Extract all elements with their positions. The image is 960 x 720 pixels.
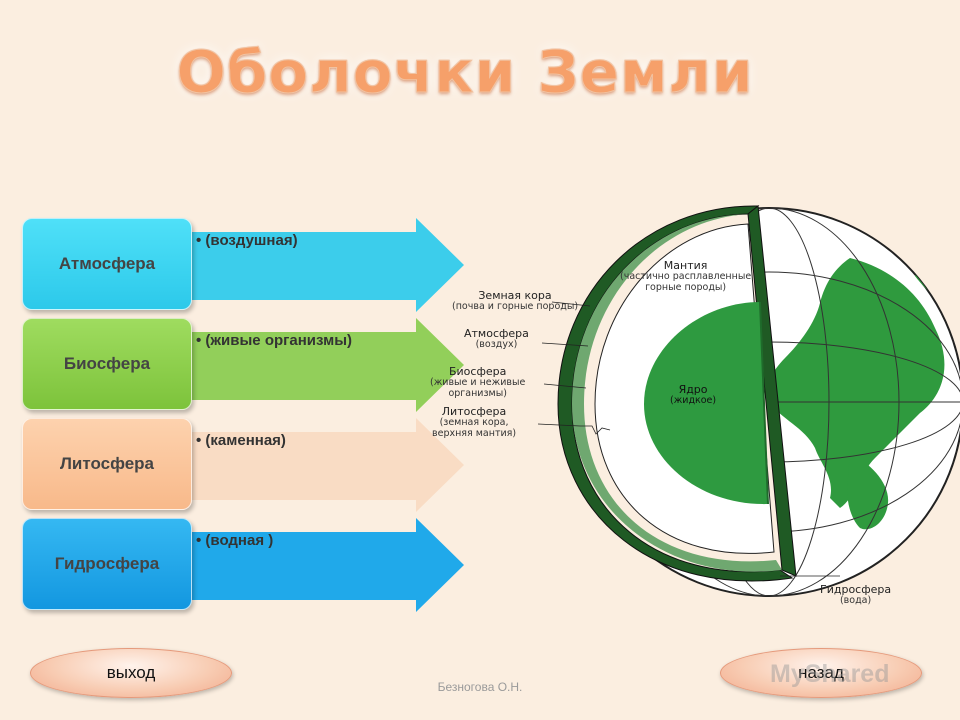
label-crust: Земная кора (почва и горные породы) [452, 290, 578, 312]
sphere-box-lithosphere: Литосфера [22, 418, 192, 510]
back-button[interactable]: назад [720, 648, 922, 698]
crust-title: Земная кора [478, 289, 552, 302]
sphere-row-hydrosphere: Гидросфера • (водная ) [22, 518, 464, 612]
watermark: MyShared [770, 660, 890, 688]
lithosphere-sub2: верхняя мантия) [432, 428, 517, 439]
sphere-note-biosphere: • (живые организмы) [196, 332, 352, 349]
earth-drawing [537, 205, 960, 597]
core-title: Ядро [678, 383, 708, 396]
biosphere-title: Биосфера [448, 365, 507, 378]
arrow-shape [172, 318, 464, 412]
sphere-row-biosphere: Биосфера • (живые организмы) [22, 318, 464, 412]
exit-button[interactable]: выход [30, 648, 232, 698]
atmosphere-title: Атмосфера [464, 327, 529, 340]
note-text: (каменная) [205, 432, 286, 449]
sphere-note-atmosphere: • (воздушная) [196, 232, 298, 249]
note-text: (водная ) [205, 532, 274, 549]
mantle-title: Мантия [663, 259, 708, 272]
arrow-shape [172, 418, 464, 512]
lithosphere-title: Литосфера [441, 405, 507, 418]
crust-sub: (почва и горные породы) [452, 301, 579, 312]
core-sub: (жидкое) [670, 395, 717, 406]
biosphere-sub2: организмы) [448, 388, 507, 399]
author-credit: Безногова О.Н. [437, 680, 523, 694]
sphere-box-hydrosphere: Гидросфера [22, 518, 192, 610]
label-biosphere: Биосфера (живые и неживые организмы) [430, 366, 525, 399]
hydrosphere-sub: (вода) [839, 595, 872, 606]
label-hydrosphere: Гидросфера (вода) [820, 584, 891, 606]
sphere-row-lithosphere: Литосфера • (каменная) [22, 418, 464, 512]
page-title: Оболочки Земли [176, 38, 754, 107]
biosphere-sub1: (живые и неживые [430, 377, 526, 388]
arrow-shape [172, 518, 464, 612]
hydrosphere-title: Гидросфера [820, 583, 892, 596]
atmosphere-sub: (воздух) [475, 339, 518, 350]
label-lithosphere: Литосфера (земная кора, верхняя мантия) [432, 406, 516, 439]
note-text: (живые организмы) [205, 332, 352, 349]
label-atmosphere: Атмосфера (воздух) [464, 328, 529, 350]
arrow-shape [172, 218, 464, 312]
lithosphere-sub1: (земная кора, [439, 417, 509, 428]
mantle-sub1: (частично расплавленные [620, 271, 752, 282]
label-mantle: Мантия (частично расплавленные горные по… [620, 260, 751, 293]
sphere-note-lithosphere: • (каменная) [196, 432, 286, 449]
label-core: Ядро (жидкое) [670, 384, 716, 406]
sphere-box-biosphere: Биосфера [22, 318, 192, 410]
earth-cutaway-diagram: Мантия (частично расплавленные горные по… [420, 198, 960, 618]
sphere-box-atmosphere: Атмосфера [22, 218, 192, 310]
sphere-note-hydrosphere: • (водная ) [196, 532, 274, 549]
note-text: (воздушная) [205, 232, 298, 249]
mantle-sub2: горные породы) [645, 282, 727, 293]
sphere-row-atmosphere: Атмосфера • (воздушная) [22, 218, 464, 312]
